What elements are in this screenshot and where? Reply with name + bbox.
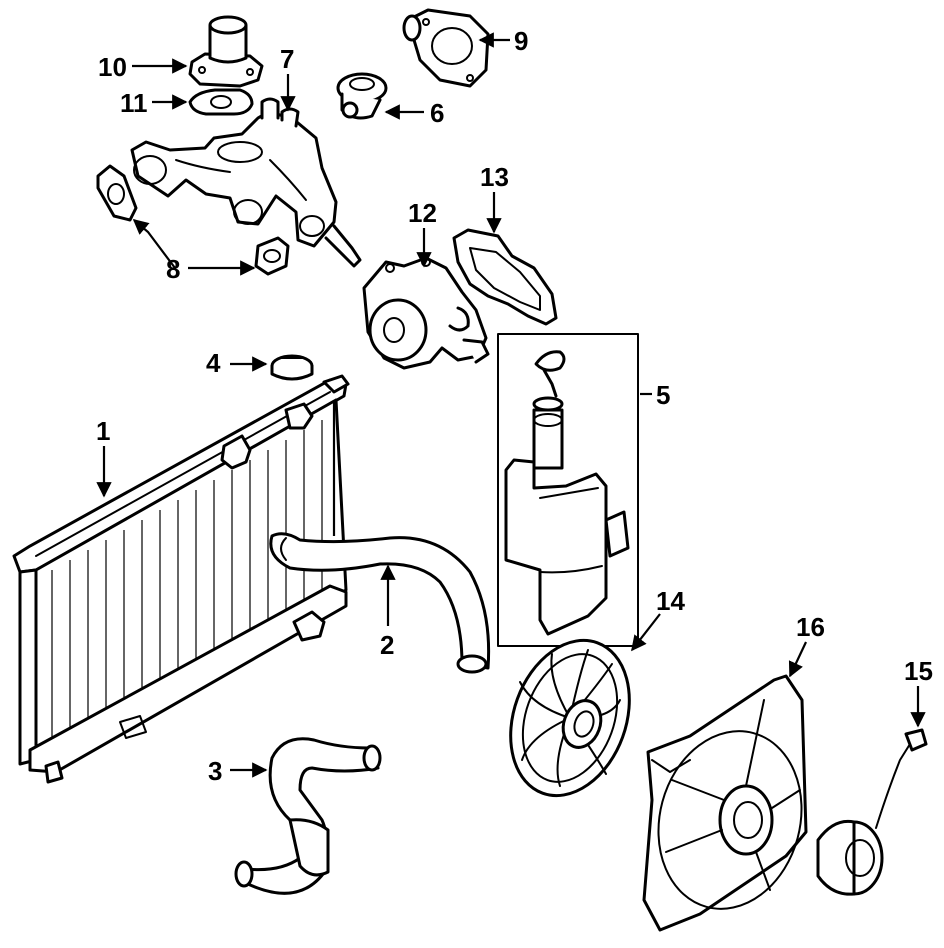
part-8-gaskets (96, 164, 290, 276)
callout-3: 3 (208, 756, 222, 786)
part-10-outlet-housing (188, 15, 264, 88)
callout-14: 14 (656, 586, 685, 616)
part-6-thermostat (336, 72, 388, 120)
callout-9: 9 (514, 26, 528, 56)
part-2-upper-hose (269, 532, 491, 674)
part-11-gasket (188, 88, 254, 116)
part-5-coolant-reservoir (497, 333, 639, 647)
callout-5: 5 (656, 380, 670, 410)
part-16-fan-shroud (642, 674, 808, 932)
part-7-water-inlet-pipe (130, 97, 362, 268)
callout-1: 1 (96, 416, 110, 446)
callout-16: 16 (796, 612, 825, 642)
callout-2: 2 (380, 630, 394, 660)
part-15-fan-motor (816, 728, 928, 896)
part-9-thermostat-cover (402, 8, 490, 88)
callout-13: 13 (480, 162, 509, 192)
callout-labels: 1 2 3 4 5 6 7 8 9 10 11 12 13 14 15 16 (96, 26, 933, 786)
callout-11: 11 (120, 88, 148, 118)
callout-4: 4 (206, 348, 221, 378)
part-13-pump-gasket (452, 228, 558, 326)
callout-12: 12 (408, 198, 437, 228)
callout-6: 6 (430, 98, 444, 128)
part-3-lower-hose (234, 737, 382, 895)
part-12-water-pump (362, 256, 490, 370)
part-14-fan (509, 638, 631, 798)
callout-15: 15 (904, 656, 933, 686)
part-1-radiator (12, 374, 350, 784)
callout-7: 7 (280, 44, 294, 74)
callout-10: 10 (98, 52, 127, 82)
part-4-radiator-cap (270, 354, 314, 381)
callout-leaders (96, 32, 926, 778)
callout-8: 8 (166, 254, 180, 284)
